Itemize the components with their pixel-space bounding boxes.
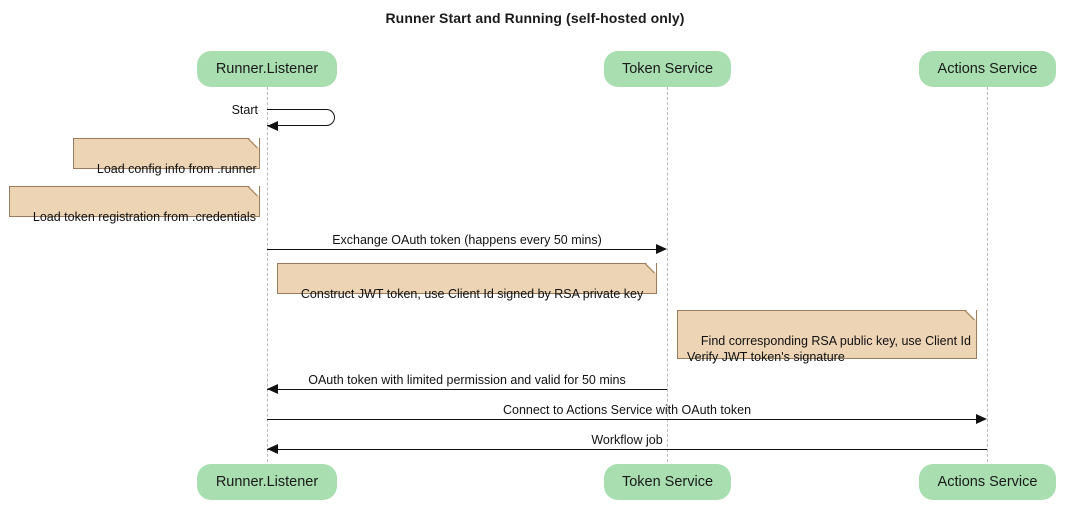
self-loop-start xyxy=(267,109,335,126)
message-label-start: Start xyxy=(231,103,258,117)
arrowhead-oauth-token-response xyxy=(267,384,278,394)
arrowhead-connect-to-actions-service xyxy=(976,414,987,424)
note-fold-right-icon xyxy=(656,263,657,275)
note-fold-right-icon xyxy=(259,186,260,198)
participant-label: Actions Service xyxy=(937,61,1038,77)
lifeline-actions-service xyxy=(987,87,988,462)
note-text: Construct JWT token, use Client Id signe… xyxy=(300,287,644,301)
participant-label: Token Service xyxy=(621,61,714,77)
arrowhead-start xyxy=(267,121,278,131)
message-label-workflow-job: Workflow job xyxy=(591,433,663,447)
note-load-config: Load config info from .runner xyxy=(73,138,260,176)
participant-actions-service-bottom[interactable]: Actions Service xyxy=(919,464,1056,500)
message-line-connect-to-actions-service xyxy=(267,419,977,420)
participant-token-service-bottom[interactable]: Token Service xyxy=(604,464,731,500)
participant-label: Token Service xyxy=(621,474,714,490)
diagram-title: Runner Start and Running (self-hosted on… xyxy=(385,10,685,26)
note-load-token-registration: Load token registration from .credential… xyxy=(9,186,260,224)
participant-label: Actions Service xyxy=(937,474,1038,490)
message-line-exchange-oauth-token xyxy=(267,249,657,250)
participant-actions-service-top[interactable]: Actions Service xyxy=(919,51,1056,87)
participant-runner-listener-bottom[interactable]: Runner.Listener xyxy=(197,464,337,500)
participant-label: Runner.Listener xyxy=(215,474,319,490)
message-label-oauth-token-response: OAuth token with limited permission and … xyxy=(308,373,626,387)
message-label-exchange-oauth-token: Exchange OAuth token (happens every 50 m… xyxy=(332,233,602,247)
message-line-workflow-job xyxy=(267,449,987,450)
participant-token-service-top[interactable]: Token Service xyxy=(604,51,731,87)
arrowhead-exchange-oauth-token xyxy=(656,244,667,254)
lifeline-token-service xyxy=(667,87,668,462)
note-text: Load config info from .runner xyxy=(96,162,257,176)
note-text: Load token registration from .credential… xyxy=(32,210,256,224)
arrowhead-workflow-job xyxy=(267,444,278,454)
note-text: Find corresponding RSA public key, use C… xyxy=(687,334,971,364)
participant-runner-listener-top[interactable]: Runner.Listener xyxy=(197,51,337,87)
message-line-oauth-token-response xyxy=(267,389,667,390)
message-label-connect-to-actions-service: Connect to Actions Service with OAuth to… xyxy=(502,403,752,417)
note-verify-jwt: Find corresponding RSA public key, use C… xyxy=(677,310,977,364)
note-construct-jwt: Construct JWT token, use Client Id signe… xyxy=(277,263,657,301)
note-fold-right-icon xyxy=(976,310,977,322)
participant-label: Runner.Listener xyxy=(215,61,319,77)
note-fold-right-icon xyxy=(259,138,260,150)
lifeline-runner-listener xyxy=(267,87,268,462)
